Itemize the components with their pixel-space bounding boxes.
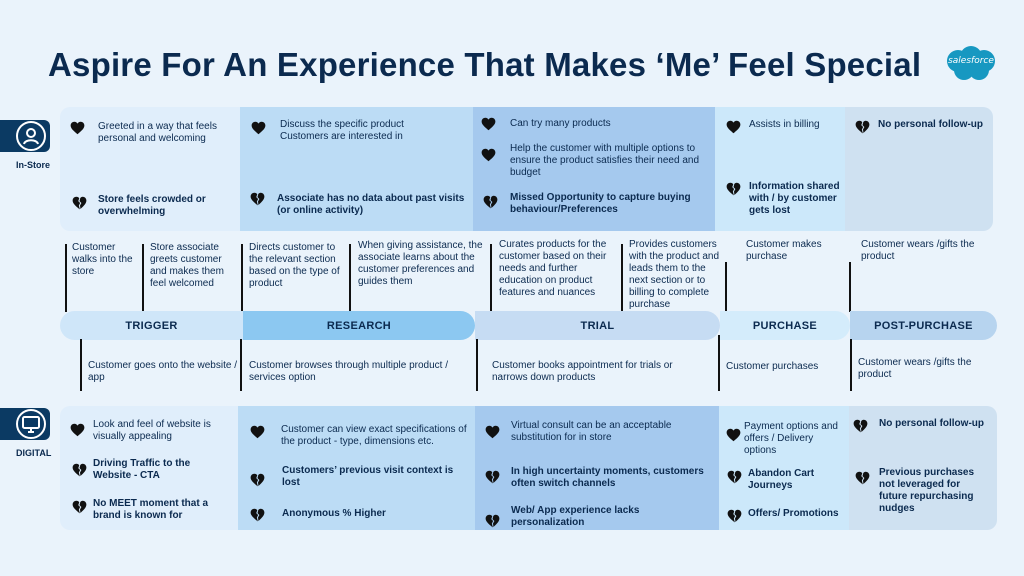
heart-icon [251,121,266,135]
broken-heart-icon [250,473,265,487]
connector-line [718,335,720,391]
digital-post-purchase-panel [849,406,997,530]
instore-trial-painpoint: Missed Opportunity to capture buying beh… [510,192,691,215]
logo-wordmark: salesforce [948,56,994,66]
digital-step-3: Customer books appointment for trials or… [492,360,673,383]
broken-heart-icon [855,471,870,485]
digital-purchase-positive: Payment options and offers / Delivery op… [744,421,838,456]
connector-line [490,244,492,312]
instore-research-painpoint: Associate has no data about past visits … [277,193,465,216]
stage-trial: TRIAL [475,311,720,340]
broken-heart-icon [485,514,500,528]
instore-purchase-positive: Assists in billing [749,119,820,130]
connector-line [240,339,242,391]
stage-post-purchase: POST-PURCHASE [850,311,997,340]
broken-heart-icon [483,195,498,209]
connector-line [725,262,727,312]
heart-icon [70,423,85,437]
instore-step-1: Customer walks into the store [72,242,133,277]
digital-purchase-painpoint-2: Offers/ Promotions [748,508,839,519]
digital-trigger-panel [60,406,238,530]
instore-step-4: When giving assistance, the associate le… [358,240,483,287]
broken-heart-icon [72,196,87,210]
heart-icon [70,121,85,135]
instore-purchase-painpoint: Information shared with / by customer ge… [749,181,840,216]
instore-research-positive: Discuss the specific product Customers a… [280,119,404,142]
digital-purchase-painpoint-1: Abandon Cart Journeys [748,468,815,491]
connector-line [241,244,243,312]
digital-step-1: Customer goes onto the website / app [88,360,237,383]
digital-research-painpoint-2: Anonymous % Higher [282,508,386,519]
monitor-icon [16,409,46,439]
broken-heart-icon [855,120,870,134]
digital-label: DIGITAL [16,448,52,458]
digital-trigger-painpoint-2: No MEET moment that a brand is known for [93,498,209,521]
broken-heart-icon [727,509,742,523]
broken-heart-icon [250,508,265,522]
connector-line [142,244,144,312]
digital-purchase-panel [719,406,849,530]
digital-step-5: Customer wears /gifts the product [858,357,972,380]
connector-line [621,244,623,312]
broken-heart-icon [72,463,87,477]
instore-step-8: Customer wears /gifts the product [861,239,975,262]
instore-trial-positive-1: Can try many products [510,118,611,129]
broken-heart-icon [72,500,87,514]
digital-trial-painpoint-1: In high uncertainty moments, customers o… [511,466,704,489]
broken-heart-icon [485,470,500,484]
instore-post-painpoint: No personal follow-up [878,119,983,130]
digital-research-panel [238,406,475,530]
connector-line [65,244,67,312]
digital-research-positive: Customer can view exact specifications o… [281,424,467,447]
instore-step-6: Provides customers with the product and … [629,239,720,310]
heart-icon [250,425,265,439]
instore-step-2: Store associate greets customer and make… [150,242,224,289]
broken-heart-icon [727,470,742,484]
stage-purchase: PURCHASE [720,311,850,340]
instore-trial-panel [473,107,715,231]
instore-trigger-positive: Greeted in a way that feels personal and… [98,121,217,144]
instore-label: In-Store [16,160,51,170]
broken-heart-icon [726,182,741,196]
digital-trigger-positive: Look and feel of website is visually app… [93,419,211,442]
instore-trial-positive-2: Help the customer with multiple options … [510,143,700,178]
digital-step-4: Customer purchases [726,361,819,372]
instore-research-panel [240,107,473,231]
digital-trial-painpoint-2: Web/ App experience lacks personalizatio… [511,505,640,528]
instore-step-7: Customer makes purchase [746,239,822,262]
heart-icon [726,120,741,134]
connector-line [349,244,351,312]
digital-post-painpoint-1: No personal follow-up [879,418,984,429]
digital-trigger-painpoint-1: Driving Traffic to the Website - CTA [93,458,191,481]
stage-research: RESEARCH [243,311,475,340]
connector-line [849,262,851,312]
digital-step-2: Customer browses through multiple produc… [249,360,448,383]
digital-research-painpoint-1: Customers’ previous visit context is los… [282,465,454,488]
digital-channel-tab [0,408,50,440]
person-icon [16,121,46,151]
digital-trial-positive: Virtual consult can be an acceptable sub… [511,420,672,443]
page-title: Aspire For An Experience That Makes ‘Me’… [48,46,922,83]
instore-post-purchase-panel [845,107,993,231]
salesforce-logo: salesforce [944,45,998,83]
heart-icon [485,425,500,439]
broken-heart-icon [250,192,265,206]
connector-line [476,339,478,391]
digital-trial-panel [475,406,719,530]
heart-icon [481,148,496,162]
connector-line [850,339,852,391]
digital-post-painpoint-2: Previous purchases not leveraged for fut… [879,467,975,514]
instore-trigger-painpoint: Store feels crowded or overwhelming [98,194,206,217]
instore-step-5: Curates products for the customer based … [499,239,607,298]
instore-step-3: Directs customer to the relevant section… [249,242,340,289]
stage-trigger: TRIGGER [60,311,243,340]
instore-trigger-panel [60,107,240,231]
connector-line [80,339,82,391]
heart-icon [726,428,741,442]
instore-channel-tab [0,120,50,152]
broken-heart-icon [853,419,868,433]
heart-icon [481,117,496,131]
